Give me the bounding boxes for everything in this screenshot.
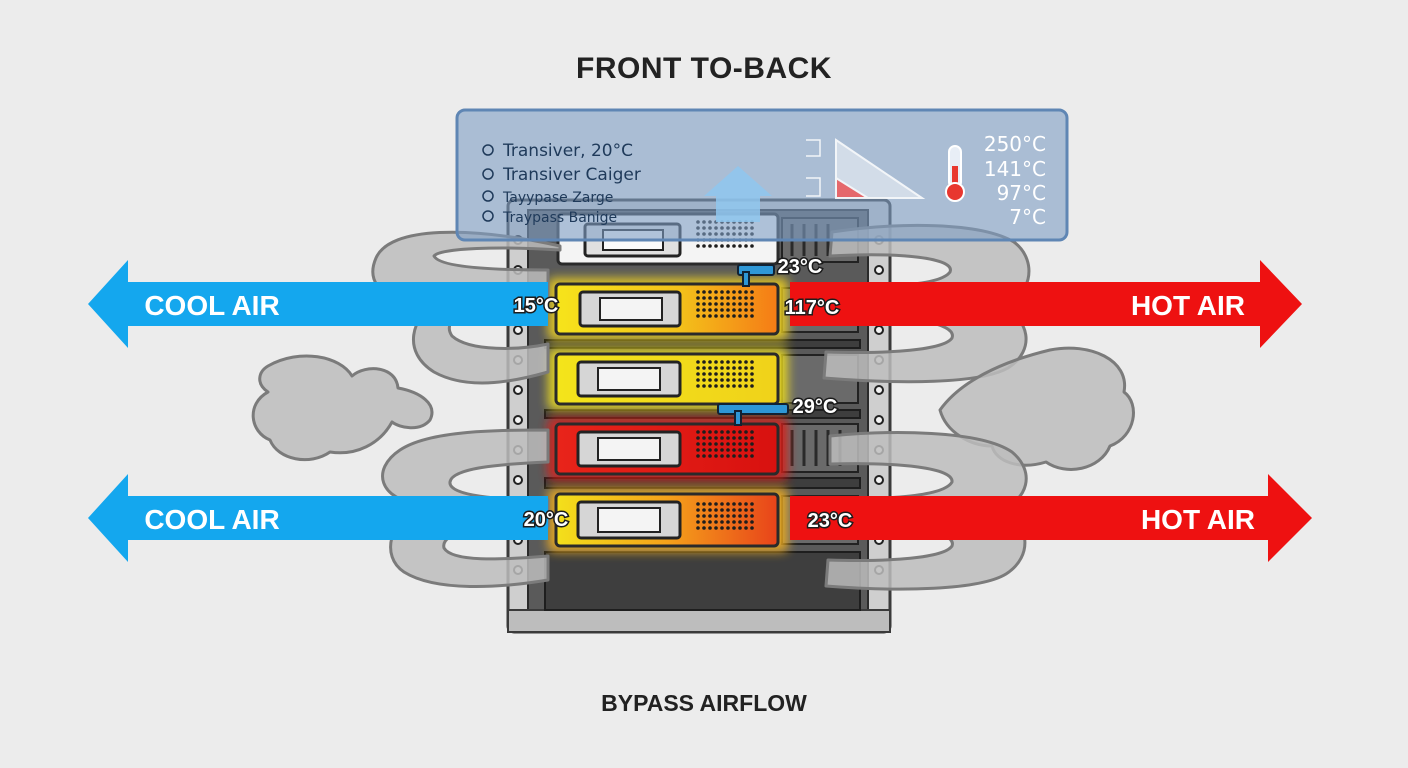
legend-item-2: Transiver Caiger [502,165,641,185]
outlet-temp-top: 117°C [785,297,840,319]
cool-air-label-bottom: COOL AIR [144,504,279,535]
legend-item-1: Transiver, 20°C [502,141,633,161]
diagram-subtitle: BYPASS AIRFLOW [601,690,807,716]
server-unit-2 [548,278,788,340]
inlet-temp-top: 15°C [514,295,559,317]
temperature-probe-mid [717,403,789,426]
legend-sensor-icons [482,144,494,222]
hot-air-arrow-bottom: HOT AIR [790,474,1312,562]
legend-item-3: Tayypase Zarge [502,190,613,206]
inlet-temp-bottom: 20°C [524,509,569,531]
temperature-probe-top [737,264,775,287]
upflow-arrow-icon [704,166,772,222]
probe-temp-mid: 29°C [793,396,838,418]
cool-air-arrow-bottom: COOL AIR [88,474,548,562]
scale-value-2: 141°C [984,157,1046,181]
probe-temp-top: 23°C [778,256,823,278]
server-unit-5 [548,488,788,552]
legend-chart-icon [806,138,926,199]
hot-air-label-bottom: HOT AIR [1141,504,1255,535]
cool-air-label-top: COOL AIR [144,290,279,321]
scale-value-3: 97°C [997,181,1046,205]
sensor-legend-panel: Transiver, 20°C Transiver Caiger Tayypas… [455,108,1069,242]
hot-air-label-top: HOT AIR [1131,290,1245,321]
scale-value-1: 250°C [984,132,1046,156]
scale-value-4: 7°C [1009,205,1046,229]
cool-air-arrow-top: COOL AIR [88,260,548,348]
hot-air-arrow-top: HOT AIR [790,260,1302,348]
legend-item-4: Traypass Banige [502,210,617,226]
outlet-temp-bottom: 23°C [808,510,853,532]
thermometer-icon [945,145,965,202]
diagram-title: FRONT TO-BACK [576,52,832,85]
